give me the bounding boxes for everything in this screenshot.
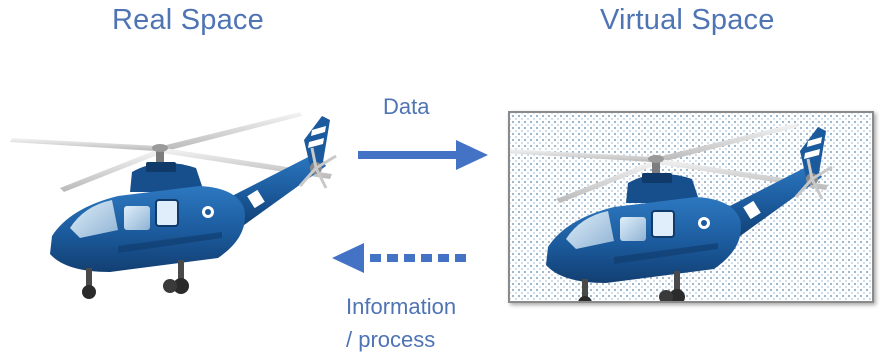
information-label-line1: Information [346,294,457,319]
dashed-arrow-left-icon [332,243,466,273]
virtual-space-title: Virtual Space [600,4,775,36]
information-label-line2: / process [346,327,436,352]
arrow-right-icon [358,140,488,170]
helicopter-icon [10,112,337,299]
data-label: Data [383,94,430,119]
helicopter-icon [510,123,833,301]
virtual-space-frame [508,111,874,303]
information-process-label: Information / process [346,290,456,356]
real-space-title: Real Space [112,4,264,36]
